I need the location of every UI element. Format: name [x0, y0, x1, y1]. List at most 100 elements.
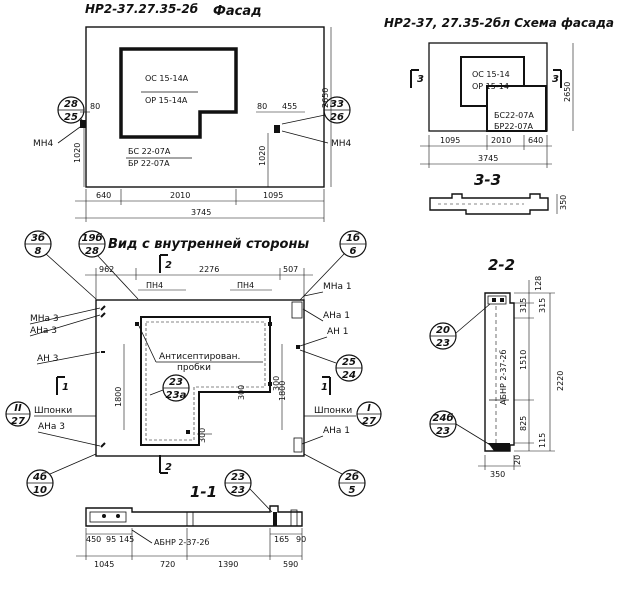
- facade-title: Фасад: [213, 4, 262, 19]
- section-2-2-dim-1510: 1510: [519, 350, 528, 370]
- section-1-1-dim-590: 590: [283, 560, 298, 569]
- section-1-1-dim-95: 95: [106, 535, 116, 544]
- callout-2b-5-top: 2б: [345, 471, 359, 483]
- callout-i-27-bottom: 27: [362, 416, 376, 427]
- facade-dim-80-right: 80: [257, 102, 267, 111]
- inner-dim-2276: 2276: [199, 265, 219, 274]
- callout-23-23-top: 23: [231, 472, 245, 483]
- facade-plate-right: [274, 125, 280, 133]
- callout-24b-23-leader: [455, 423, 493, 447]
- section-2-2-dim-825: 825: [519, 416, 528, 431]
- inner-label-ana3-leader: [29, 314, 101, 337]
- callout-ii-27-bottom: 27: [11, 416, 25, 427]
- callout-28-25-leader: [79, 117, 85, 123]
- callout-3b-8-bottom: 8: [35, 246, 42, 257]
- section-3-3: 3-3 350: [429, 171, 568, 215]
- section-2-2: 2-2 АБНР 2-37-2б 20 23 24б 23 128 315 31…: [429, 256, 565, 479]
- section-1-1-dim-145: 145: [119, 535, 134, 544]
- callout-i-27-top: I: [367, 403, 371, 414]
- scheme-dim-3745: 3745: [478, 154, 498, 163]
- callout-24b-23-top: 24б: [433, 412, 454, 424]
- scheme-dim-2010: 2010: [491, 136, 511, 145]
- section-1-1-dim-1045: 1045: [94, 560, 114, 569]
- section-2-2-top-hole-2: [500, 298, 504, 302]
- inner-plug-3: [268, 382, 272, 386]
- inner-pn4-left: ПН4: [146, 281, 163, 290]
- section-3-3-title: 3-3: [474, 171, 501, 189]
- inner-label-mna3-leader: [29, 307, 101, 325]
- section-2-2-mark: АБНР 2-37-2б: [499, 350, 508, 405]
- facade-plate-left: [80, 120, 86, 128]
- facade-dim-640: 640: [96, 191, 111, 200]
- inner-dim-1800-right: 1800: [278, 381, 287, 401]
- callout-23-23a-top: 23: [169, 377, 183, 388]
- facade-mark: НР2-37.27.35-2б: [85, 2, 198, 16]
- section-2-2-dim-128: 128: [534, 276, 543, 291]
- facade-mn4-right: МН4: [331, 139, 352, 149]
- callout-33-26-top: 33: [330, 99, 344, 110]
- facade-dim-455: 455: [282, 102, 297, 111]
- inner-plug-2: [268, 322, 272, 326]
- callout-24b-23-bottom: 23: [436, 426, 450, 437]
- inner-label-ana1: АНа 1: [323, 311, 350, 321]
- scheme-section-mark-left: 3: [417, 74, 424, 85]
- section-1-1-title: 1-1: [190, 483, 217, 501]
- inner-label-ana3: АНа 3: [30, 326, 57, 336]
- inner-antisept-leader-1: [138, 325, 157, 363]
- section-2-2-profile: [484, 292, 515, 452]
- inner-label-an3-leader: [36, 351, 101, 365]
- inner-dim-300-c: 300: [198, 428, 207, 443]
- inner-antisept-line-1: Антисептирован.: [159, 352, 240, 362]
- section-3-3-profile: [429, 193, 549, 215]
- facade-dim-1020-left: 1020: [73, 143, 82, 163]
- inner-opening-inner: [145, 321, 266, 441]
- inner-label-ana3-bottom: АНа 3: [38, 422, 65, 432]
- inner-right-niche-bottom: [293, 437, 303, 453]
- inner-anchor-mna3: [100, 305, 106, 311]
- facade-dim-80-left: 80: [90, 102, 100, 111]
- facade-dim-3745: 3745: [191, 208, 211, 217]
- facade-mn4-right-leader: [281, 130, 329, 144]
- inner-title: Вид с внутренней стороны: [108, 237, 309, 252]
- callout-19b-28-leader: [97, 255, 139, 300]
- facade-door-mark-1: БС 22-07А: [128, 147, 171, 156]
- callout-25-24-bottom: 24: [342, 370, 356, 381]
- callout-28-25-bottom: 25: [64, 112, 78, 123]
- section-1-1-dim-1390: 1390: [218, 560, 238, 569]
- callout-33-26-leader: [281, 114, 326, 125]
- inner-dim-300-a: 300: [237, 385, 246, 400]
- inner-shponki-right: Шпонки: [314, 406, 352, 416]
- section-2-2-title: 2-2: [488, 256, 515, 274]
- callout-4b-10-leader: [49, 453, 97, 475]
- inner-plug-1: [135, 322, 139, 326]
- inner-dim-1800-left: 1800: [114, 387, 123, 407]
- inner-label-an1-leader: [299, 336, 328, 347]
- inner-pn4-right: ПН4: [237, 281, 254, 290]
- section-2-2-dim-115: 115: [538, 433, 547, 448]
- section-1-1-hole-2: [116, 514, 120, 518]
- inner-label-an3: АН 3: [37, 354, 59, 364]
- inner-section-2-bottom: 2: [165, 462, 172, 473]
- inner-label-ana1-bottom-leader: [301, 435, 324, 445]
- callout-25-24-leader: [299, 349, 337, 364]
- scheme-title: НР2-37, 27.35-2бл Схема фасада: [384, 16, 614, 30]
- inner-right-niche-top: [291, 301, 303, 319]
- scheme-dim-640: 640: [528, 136, 543, 145]
- callout-2b-5-bottom: 5: [349, 485, 356, 496]
- facade-dim-1095: 1095: [263, 191, 283, 200]
- inner-anchor-ana3-top: [100, 312, 106, 318]
- inner-shponki-left: Шпонки: [34, 406, 72, 416]
- inner-opening-outer: [140, 316, 271, 446]
- section-1-1: 1-1 23 23 450 95 145 АБНР 2-37-2б 165 90…: [76, 469, 306, 569]
- inner-label-ana1-bottom: АНа 1: [323, 426, 350, 436]
- callout-ii-27-top: II: [14, 403, 22, 414]
- callout-20-23-bottom: 23: [436, 338, 450, 349]
- scheme-dim-1095: 1095: [440, 136, 460, 145]
- section-2-2-dim-350: 350: [490, 470, 505, 479]
- section-2-2-dim-2220: 2220: [556, 371, 565, 391]
- facade-opening-outline: [119, 47, 238, 139]
- callout-3b-8-top: 3б: [31, 232, 45, 244]
- callout-28-25-top: 28: [64, 99, 78, 110]
- section-1-1-dim-450: 450: [86, 535, 101, 544]
